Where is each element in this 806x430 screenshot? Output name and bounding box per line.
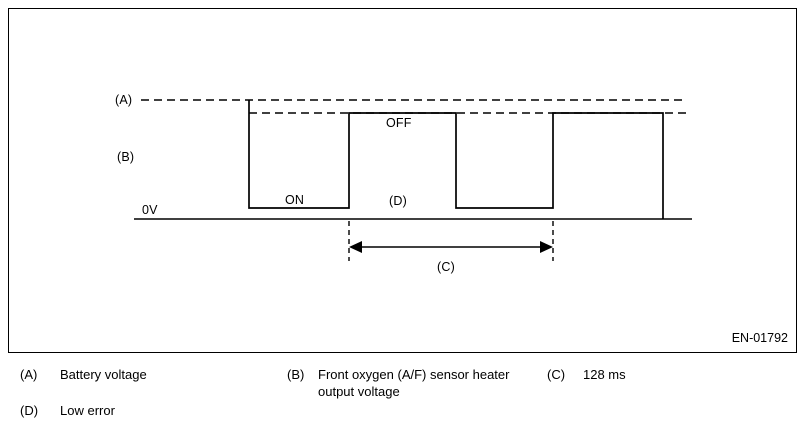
label-off: OFF bbox=[386, 116, 412, 130]
legend-text-a: Battery voltage bbox=[60, 367, 147, 382]
label-on: ON bbox=[285, 193, 305, 207]
label-zero-volts: 0V bbox=[142, 203, 158, 217]
legend-text-d: Low error bbox=[60, 403, 115, 418]
arrow-left-head-icon bbox=[349, 241, 362, 253]
figure-reference-number: EN-01792 bbox=[731, 331, 788, 345]
waveform-graphic bbox=[134, 99, 692, 261]
legend-text-c: 128 ms bbox=[583, 367, 626, 382]
label-a-marker: (A) bbox=[115, 93, 133, 107]
diagram-frame: (A) (B) OFF ON (D) 0V (C) EN-01792 bbox=[8, 8, 797, 353]
label-d-marker: (D) bbox=[389, 194, 407, 208]
legend-key-d: (D) bbox=[20, 403, 39, 418]
legend-text-b: Front oxygen (A/F) sensor heater output … bbox=[318, 367, 510, 399]
legend-key-b: (B) bbox=[287, 367, 305, 382]
arrow-right-head-icon bbox=[540, 241, 553, 253]
label-b-marker: (B) bbox=[117, 150, 135, 164]
legend-key-c: (C) bbox=[547, 367, 566, 382]
label-c-marker: (C) bbox=[437, 260, 455, 274]
square-wave-trace bbox=[248, 100, 664, 219]
legend-key-a: (A) bbox=[20, 367, 38, 382]
